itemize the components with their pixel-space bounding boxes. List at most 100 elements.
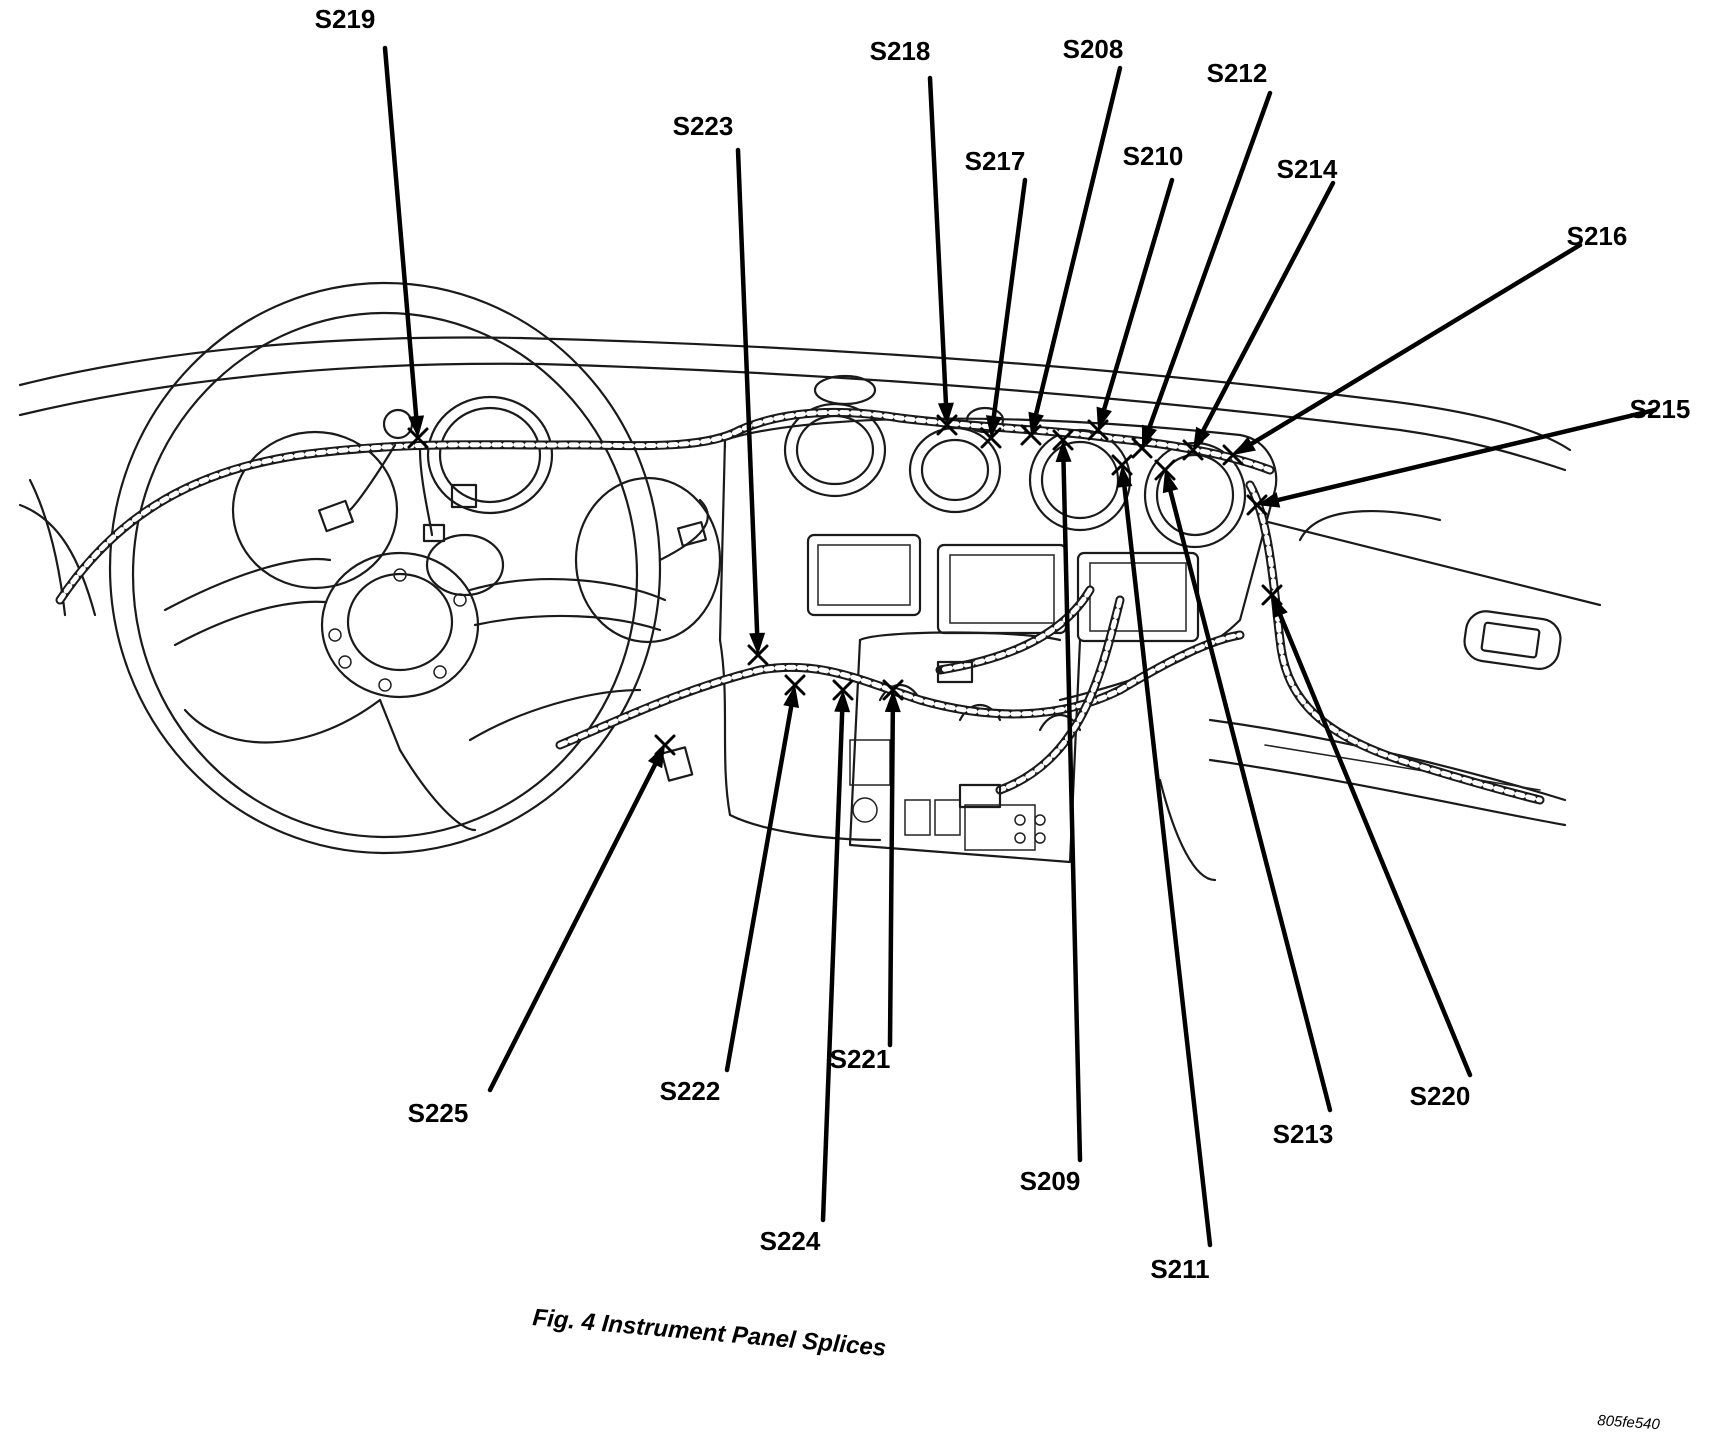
splice-s224: S224	[760, 679, 854, 1256]
splice-label-s222: S222	[660, 1076, 721, 1106]
splice-s222: S222	[660, 674, 806, 1106]
arrowhead-s208	[1028, 411, 1044, 435]
arrowhead-s223	[749, 632, 766, 655]
leader-line-s216	[1249, 242, 1583, 446]
figure-code: 805fe540	[1597, 1412, 1661, 1433]
splice-s210: S210	[1087, 141, 1184, 441]
leader-line-s225	[487, 762, 658, 1093]
splice-label-s209: S209	[1020, 1166, 1081, 1196]
leader-line-s221	[887, 709, 896, 1048]
splice-mark-s218	[936, 414, 958, 436]
arrowhead-s221	[884, 690, 901, 713]
wire-harness	[55, 407, 1545, 809]
arrowhead-s219	[408, 415, 425, 438]
splice-mark-s209	[1052, 429, 1074, 451]
splice-mark-s210	[1087, 419, 1109, 441]
leader-line-s208	[1033, 65, 1123, 416]
arrowhead-s209	[1055, 440, 1072, 463]
leader-line-s222	[724, 704, 794, 1073]
splice-label-s212: S212	[1207, 58, 1268, 88]
arrowhead-s218	[937, 402, 954, 425]
splice-mark-s222	[784, 674, 806, 696]
splice-mark-s217	[980, 427, 1002, 449]
splice-mark-s215	[1246, 494, 1268, 516]
splice-label-s213: S213	[1273, 1119, 1334, 1149]
center-drop-harness	[935, 585, 1125, 795]
splice-s211: S211	[1111, 454, 1213, 1284]
splice-mark-s211	[1111, 454, 1133, 476]
splice-s208: S208	[1020, 34, 1124, 446]
splice-s223: S223	[673, 111, 769, 666]
arrowhead-s217	[985, 415, 1002, 438]
leader-line-s212	[1147, 90, 1273, 430]
leader-line-s219	[382, 45, 419, 419]
right-drop-harness	[1245, 480, 1545, 805]
splice-label-s208: S208	[1063, 34, 1124, 64]
splice-mark-s221	[882, 679, 904, 701]
splice-s209: S209	[1020, 429, 1083, 1196]
splice-s219: S219	[315, 4, 429, 449]
splice-label-s224: S224	[760, 1226, 821, 1256]
splice-label-s219: S219	[315, 4, 376, 34]
splice-s212: S212	[1131, 58, 1273, 459]
arrowhead-s215	[1257, 492, 1281, 508]
splice-mark-s223	[747, 644, 769, 666]
leader-line-s217	[991, 177, 1028, 419]
splice-mark-s225	[654, 734, 676, 756]
splice-s217: S217	[965, 146, 1028, 449]
splice-label-s223: S223	[673, 111, 734, 141]
splice-label-s214: S214	[1277, 154, 1338, 184]
splice-mark-s216	[1222, 444, 1244, 466]
splice-s218: S218	[870, 36, 958, 436]
arrowhead-s224	[834, 690, 851, 713]
leader-line-s220	[1278, 613, 1473, 1078]
splice-label-s218: S218	[870, 36, 931, 66]
splice-s213: S213	[1154, 459, 1334, 1149]
leader-line-s211	[1122, 484, 1213, 1248]
splice-s220: S220	[1261, 584, 1473, 1111]
branch-wires	[348, 443, 709, 562]
splice-label-s221: S221	[830, 1044, 891, 1074]
upper-harness	[55, 407, 1275, 605]
splice-s225: S225	[408, 734, 676, 1128]
arrowhead-s212	[1141, 424, 1157, 448]
splice-mark-s208	[1020, 424, 1042, 446]
figure-caption: Fig. 4 Instrument Panel Splices	[531, 1304, 887, 1362]
arrowhead-s222	[783, 685, 800, 709]
splice-mark-s220	[1261, 584, 1283, 606]
lower-harness	[555, 630, 1245, 750]
splice-mark-s212	[1131, 437, 1153, 459]
leader-line-s215	[1276, 407, 1658, 503]
splice-s214: S214	[1182, 154, 1338, 461]
splice-label-s216: S216	[1567, 221, 1628, 251]
leader-line-s214	[1200, 180, 1336, 433]
leader-line-s209	[1061, 459, 1083, 1163]
steering-wheel	[108, 281, 667, 855]
leader-line-s210	[1101, 177, 1175, 412]
leader-line-s213	[1168, 489, 1333, 1113]
splice-s216: S216	[1222, 221, 1628, 466]
splice-mark-s219	[407, 427, 429, 449]
splice-mark-s214	[1182, 439, 1204, 461]
leader-line-s218	[927, 75, 949, 406]
splice-label-s210: S210	[1123, 141, 1184, 171]
splice-label-s215: S215	[1630, 394, 1691, 424]
splice-label-s220: S220	[1410, 1081, 1471, 1111]
splice-mark-s213	[1154, 459, 1176, 481]
splice-s215: S215	[1246, 394, 1691, 516]
leader-line-s224	[820, 709, 845, 1223]
arrowhead-s213	[1162, 470, 1179, 494]
dashboard-outline	[18, 336, 1602, 827]
arrowhead-s211	[1116, 465, 1133, 488]
splice-s221: S221	[830, 679, 904, 1074]
left-gauges	[231, 395, 722, 644]
leader-line-s223	[735, 147, 760, 636]
arrowhead-s210	[1096, 406, 1112, 430]
splice-label-s211: S211	[1150, 1254, 1209, 1284]
splice-mark-s224	[832, 679, 854, 701]
splice-label-s225: S225	[408, 1098, 469, 1128]
splice-label-s217: S217	[965, 146, 1026, 176]
